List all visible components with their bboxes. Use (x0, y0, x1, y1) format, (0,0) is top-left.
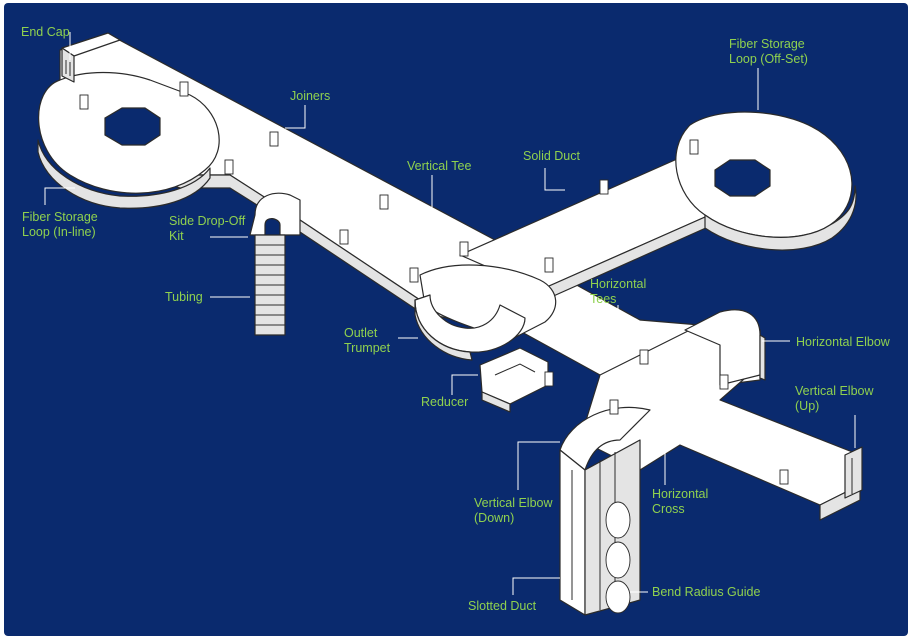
joiner-clips (79, 81, 789, 485)
label-joiners: Joiners (290, 89, 331, 103)
leader-fiber-storage-inline (44, 187, 75, 205)
label-fiber-storage-offset: Fiber Storage Loop (Off-Set) (729, 37, 808, 66)
label-vertical-elbow-up: Vertical Elbow (Up) (795, 384, 874, 413)
outlet-trumpet (414, 294, 526, 361)
side-drop-off-kit (249, 192, 301, 236)
bend-radius-guides (605, 501, 631, 614)
label-solid-duct: Solid Duct (523, 149, 580, 163)
label-vertical-tee: Vertical Tee (407, 159, 472, 173)
label-end-cap: End Cap (21, 25, 70, 39)
label-tubing: Tubing (165, 290, 203, 304)
label-horizontal-tees: Horizontal Tees (590, 277, 647, 306)
leader-vertical-elbow-down (517, 441, 560, 490)
fiber-storage-loop-offset (675, 111, 857, 251)
leader-lines (44, 32, 856, 595)
leader-slotted-duct (512, 577, 560, 595)
reducer (479, 347, 549, 413)
label-reducer: Reducer (421, 395, 469, 409)
tubing (254, 234, 286, 336)
horizontal-elbow (684, 309, 766, 386)
leader-horizontal-tees (600, 305, 619, 319)
label-vertical-elbow-down: Vertical Elbow (Down) (474, 496, 553, 525)
leader-joiners (285, 105, 306, 129)
vertical-elbow-up (844, 446, 863, 499)
label-side-drop-off-kit: Side Drop-Off Kit (169, 214, 246, 243)
label-bend-radius-guide: Bend Radius Guide (652, 585, 761, 599)
label-horizontal-cross: Horizontal Cross (652, 487, 709, 516)
label-slotted-duct: Slotted Duct (468, 599, 537, 613)
label-outlet-trumpet: Outlet Trumpet (344, 326, 391, 355)
label-fiber-storage-inline: Fiber Storage Loop (In-line) (22, 210, 98, 239)
leader-reducer (451, 374, 478, 395)
leader-solid-duct (544, 168, 565, 191)
label-horizontal-elbow: Horizontal Elbow (796, 335, 890, 349)
